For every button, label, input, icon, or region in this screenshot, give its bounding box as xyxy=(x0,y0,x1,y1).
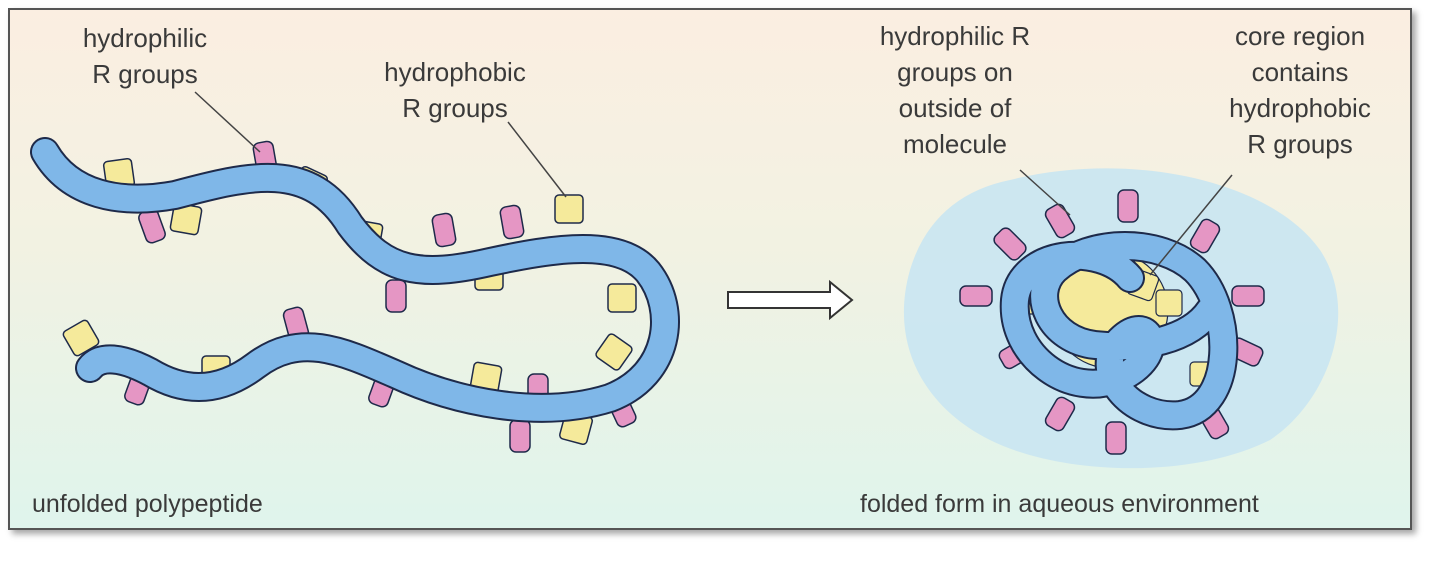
hydrophilic-group xyxy=(385,279,407,313)
right-arrow-icon xyxy=(727,279,854,321)
hydrophilic-group xyxy=(993,227,1027,261)
hydrophobic-group xyxy=(607,283,637,313)
hydrophilic-outside-label: hydrophilic R groups on outside of molec… xyxy=(879,21,1031,159)
unfolded-polypeptide-chain xyxy=(30,137,680,423)
leader-line xyxy=(194,91,261,153)
leader-line xyxy=(1019,169,1071,216)
hydrophobic-group xyxy=(554,194,584,224)
protein-folding-diagram xyxy=(30,91,1339,469)
unfolded-caption: unfolded polypeptide xyxy=(32,490,263,518)
hydrophilic-group xyxy=(1044,203,1076,239)
protein-folding-figure: hydrophilic R groups hydrophobic R group… xyxy=(8,8,1412,530)
core-region-label: core region contains hydrophobic R group… xyxy=(1229,21,1371,159)
folded-polypeptide-chain xyxy=(999,231,1239,431)
folded-caption: folded form in aqueous environment xyxy=(860,490,1259,518)
hydrophilic-group xyxy=(1117,189,1139,223)
hydrophilic-group xyxy=(499,204,525,240)
leader-line xyxy=(507,121,567,198)
hydrophilic-group xyxy=(1189,218,1221,254)
hydrophilic-group xyxy=(509,419,531,453)
hydrophilic-group xyxy=(1105,421,1127,455)
leader-line xyxy=(1149,174,1233,276)
hydrophilic-group xyxy=(1231,285,1265,307)
hydrophilic-r-groups-label: hydrophilic R groups xyxy=(82,23,208,89)
hydrophobic-group xyxy=(595,333,633,371)
hydrophilic-group xyxy=(431,212,457,248)
hydrophobic-r-groups-label: hydrophobic R groups xyxy=(384,57,526,123)
hydrophilic-group xyxy=(1044,396,1076,432)
hydrophilic-group xyxy=(959,285,993,307)
